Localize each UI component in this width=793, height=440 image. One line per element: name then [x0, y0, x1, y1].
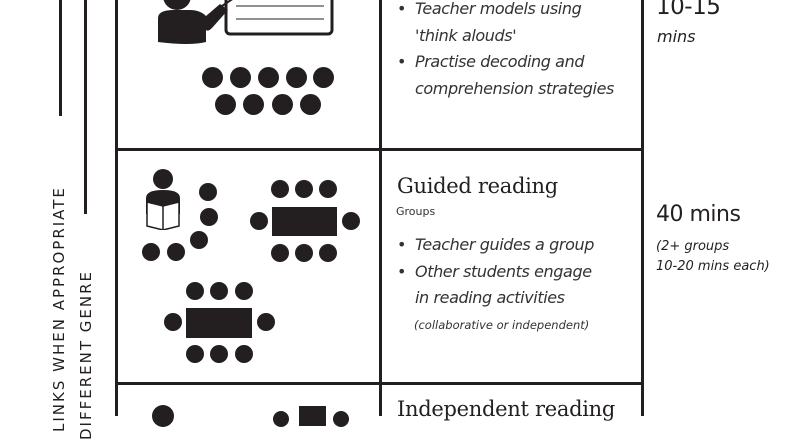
modelled-reading-bullets: Teacher models using'think alouds' Pract…	[397, 0, 637, 102]
guided-reading-time-detail-1: (2+ groups	[656, 239, 730, 254]
side-rule-outer	[59, 0, 62, 116]
row-divider-2	[115, 382, 644, 385]
modelled-reading-time-unit: mins	[657, 27, 696, 46]
bullet-item: Teacher guides a group	[397, 232, 637, 259]
bullet-item: Teacher models using'think alouds'	[397, 0, 637, 49]
side-rule-inner	[84, 0, 87, 214]
independent-reading-title: Independent reading	[397, 397, 616, 421]
guided-reading-time-detail-2: 10-20 mins each)	[656, 259, 770, 274]
guided-reading-time: 40 mins	[656, 202, 741, 227]
side-label-outer: LINKS WHEN APPROPRIATE	[50, 186, 68, 432]
guided-reading-note: (collaborative or independent)	[414, 318, 590, 332]
guided-reading-subtitle: Groups	[396, 205, 436, 218]
guided-reading-title: Guided reading	[397, 174, 558, 198]
table-border-left	[115, 0, 118, 416]
table-border-right	[641, 0, 644, 416]
modelled-reading-time: 10-15	[656, 0, 721, 20]
table-divider-middle	[379, 0, 382, 416]
guided-reading-bullets: Teacher guides a group Other students en…	[397, 232, 637, 312]
side-label-inner: DIFFERENT GENRE	[77, 270, 95, 440]
row-divider-1	[115, 148, 644, 151]
